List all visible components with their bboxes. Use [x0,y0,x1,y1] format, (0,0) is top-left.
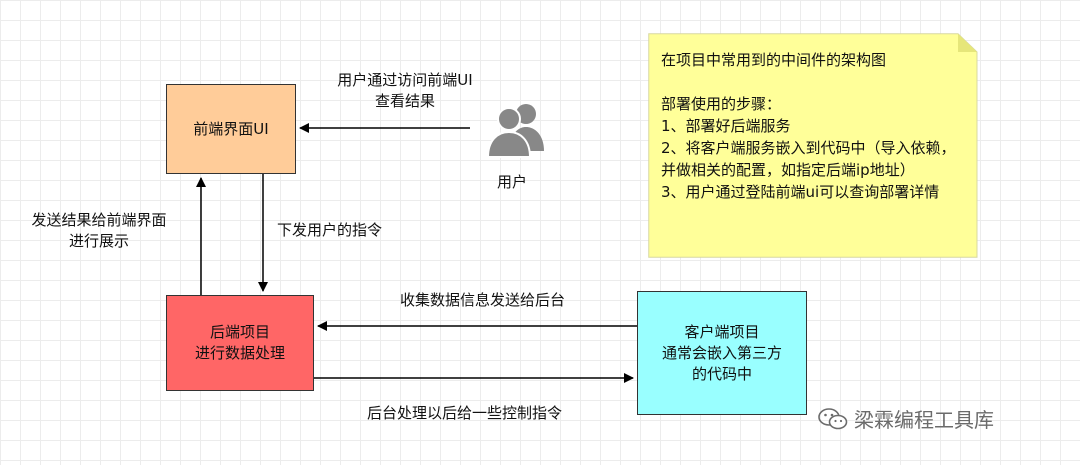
control-command-label: 后台处理以后给一些控制指令 [367,404,563,422]
send-result-label-line-2: 进行展示 [68,232,129,250]
wechat-icon [818,407,848,429]
frontend-box: 前端界面UI [166,84,296,174]
sticky-note-text: 在项目中常用到的中间件的架构图 部署使用的步骤： 1、部署好后端服务 2、将客户… [661,51,956,201]
user-access-label-line-1: 用户通过访问前端UI [337,71,473,89]
client-box: 客户端项目 通常会嵌入第三方 的代码中 [637,291,807,415]
client-box-line-2: 通常会嵌入第三方 [661,343,782,362]
watermark-text: 梁霖编程工具库 [854,408,994,432]
backend-box-line-2: 进行数据处理 [194,344,285,362]
collect-data-label: 收集数据信息发送给后台 [400,291,566,309]
send-command-label: 下发用户的指令 [277,221,383,239]
backend-box: 后端项目 进行数据处理 [166,295,314,391]
users-icon [486,104,544,158]
sticky-note-shape [648,33,978,258]
user-access-label-line-2: 查看结果 [374,92,435,110]
sticky-note: 在项目中常用到的中间件的架构图 部署使用的步骤： 1、部署好后端服务 2、将客户… [648,33,978,258]
send-result-label-line-1: 发送结果给前端界面 [31,211,167,229]
user-label: 用户 [497,173,528,191]
frontend-box-label: 前端界面UI [193,119,269,138]
client-box-line-1: 客户端项目 [684,322,760,341]
watermark: 梁霖编程工具库 [818,404,994,433]
send-result-label: 发送结果给前端界面 进行展示 [14,210,184,252]
backend-box-line-1: 后端项目 [209,323,270,341]
client-box-line-3: 的代码中 [691,364,752,383]
user-access-label: 用户通过访问前端UI 查看结果 [322,70,488,112]
